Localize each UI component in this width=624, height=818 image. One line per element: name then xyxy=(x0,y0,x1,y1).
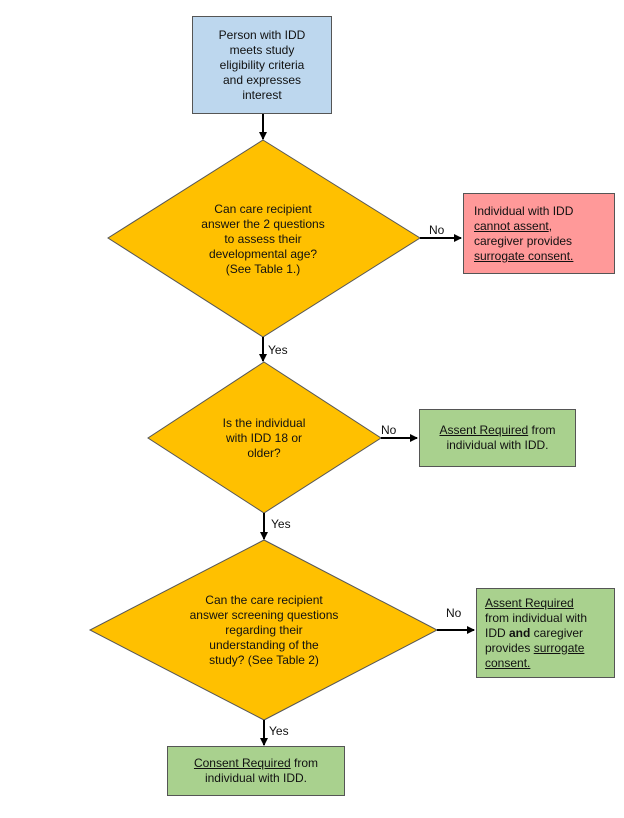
start-box-eligibility: Person with IDD meets study eligibility … xyxy=(192,16,332,114)
edge-label-q2-no: No xyxy=(381,423,397,437)
edge-label-q1-yes: Yes xyxy=(268,343,288,357)
assent-surrogate-line-1: Assent Required xyxy=(485,595,574,610)
consent-line-1-wrap: Consent Required from xyxy=(194,756,318,771)
result-box-cannot-assent: Individual with IDD cannot assent, careg… xyxy=(463,193,615,274)
assent-surrogate-line-4-u: surrogate xyxy=(533,640,585,655)
q1-text: Can care recipient answer the 2 question… xyxy=(163,196,363,282)
start-line-5: interest xyxy=(242,87,282,102)
start-line-4: and expresses xyxy=(222,72,302,87)
noassent-line-2-wrap: cannot assent, xyxy=(474,219,552,234)
edge-label-q3-no: No xyxy=(446,606,462,620)
assent-line-2: individual with IDD. xyxy=(446,438,549,452)
q3-line-5: study? (See Table 2) xyxy=(209,652,319,667)
q2-line-3: older? xyxy=(247,445,281,460)
assent-surrogate-line-2: from individual with xyxy=(485,610,588,625)
q2-line-1: Is the individual xyxy=(222,415,306,430)
result-box-assent-and-surrogate: Assent Required from individual with IDD… xyxy=(476,588,615,678)
assent-surrogate-line-5: consent. xyxy=(485,655,531,670)
assent-surrogate-line-3-wrap: IDD and caregiver xyxy=(485,626,583,641)
q1-line-5: (See Table 1.) xyxy=(225,261,301,276)
q3-line-2: answer screening questions xyxy=(189,607,339,622)
assent-surrogate-line-3-a: IDD xyxy=(485,625,509,640)
q3-line-4: understanding of the xyxy=(209,637,319,652)
noassent-line-2-suffix: , xyxy=(548,218,553,233)
assent-surrogate-line-4-wrap: provides surrogate xyxy=(485,641,584,656)
q2-line-2: with IDD 18 or xyxy=(225,430,303,445)
result-box-consent-required: Consent Required from individual with ID… xyxy=(167,746,345,796)
q3-text: Can the care recipient answer screening … xyxy=(154,589,374,671)
assent-line-1-wrap: Assent Required from xyxy=(439,423,555,438)
assent-surrogate-line-3-b: and xyxy=(509,625,531,640)
edge-label-q2-yes: Yes xyxy=(271,517,291,531)
assent-line-1-rest: from xyxy=(528,423,556,437)
result-box-assent-required: Assent Required from individual with IDD… xyxy=(419,409,576,467)
noassent-line-2: cannot assent xyxy=(474,218,549,233)
q3-line-3: regarding their xyxy=(225,622,303,637)
consent-line-2: individual with IDD. xyxy=(204,771,308,785)
assent-line-1-underlined: Assent Required xyxy=(439,423,529,437)
noassent-line-3: caregiver provides xyxy=(474,233,573,248)
start-line-3: eligibility criteria xyxy=(219,57,305,72)
assent-surrogate-line-4-a: provides xyxy=(485,640,534,655)
consent-line-1-rest: from xyxy=(290,756,319,770)
edge-label-q1-no: No xyxy=(429,223,445,237)
q1-line-2: answer the 2 questions xyxy=(201,216,325,231)
noassent-line-4: surrogate consent. xyxy=(474,248,574,263)
q3-line-1: Can the care recipient xyxy=(205,592,323,607)
consent-line-1-underlined: Consent Required xyxy=(193,756,291,770)
edge-label-q3-yes: Yes xyxy=(269,724,289,738)
assent-surrogate-line-3-c: caregiver xyxy=(530,625,584,640)
noassent-line-1: Individual with IDD xyxy=(474,203,574,218)
q1-line-1: Can care recipient xyxy=(214,201,312,216)
start-line-2: meets study xyxy=(229,42,295,57)
q2-text: Is the individual with IDD 18 or older? xyxy=(184,412,344,464)
q1-line-4: developmental age? xyxy=(208,246,318,261)
start-line-1: Person with IDD xyxy=(218,27,306,42)
q1-line-3: to assess their xyxy=(224,231,302,246)
